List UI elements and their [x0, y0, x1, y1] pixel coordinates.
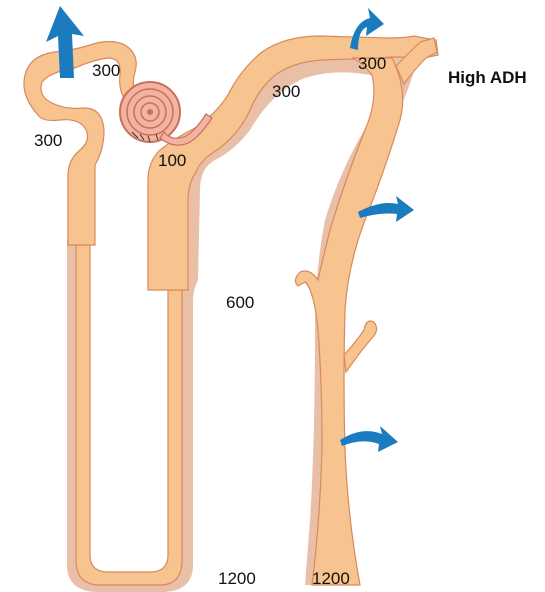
label-300-proximal: 300	[92, 61, 120, 80]
duct-branch-right	[344, 321, 377, 372]
label-600: 600	[226, 293, 254, 312]
descending-limb	[70, 245, 182, 585]
arrow-duct-low-icon	[340, 426, 398, 452]
glomerulus	[120, 82, 212, 145]
label-300-loop-top: 300	[272, 82, 300, 101]
label-300-left: 300	[34, 131, 62, 150]
label-100: 100	[158, 151, 186, 170]
condition-label: High ADH	[448, 68, 527, 87]
label-300-duct-top: 300	[358, 54, 386, 73]
osmolarity-labels: 300 300 100 300 300 600 1200 1200 High A…	[34, 54, 527, 588]
label-1200-interstitium: 1200	[218, 569, 256, 588]
label-1200-duct: 1200	[312, 569, 350, 588]
